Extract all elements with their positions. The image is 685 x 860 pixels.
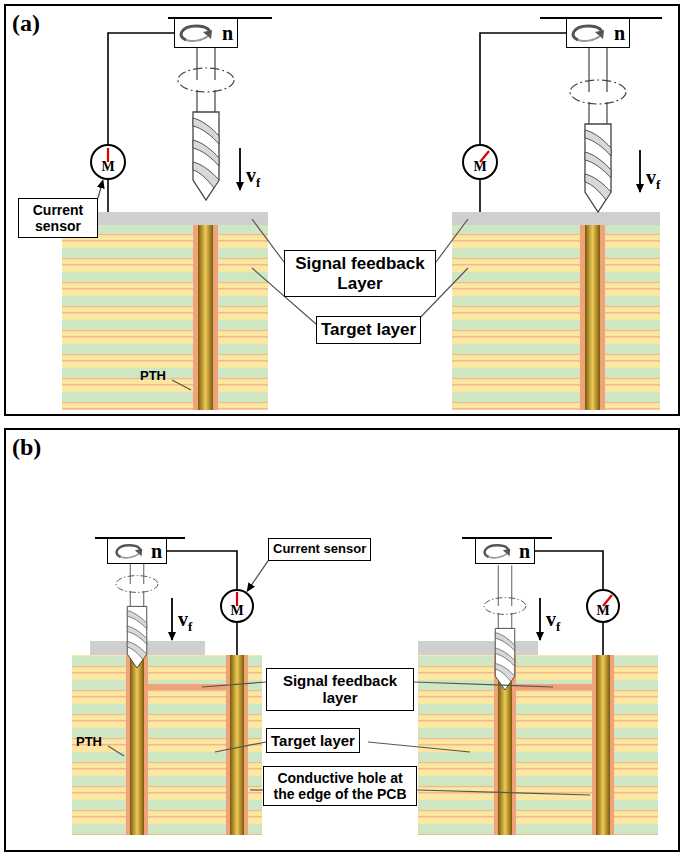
leader-line — [108, 219, 590, 795]
spindle-box: n — [566, 18, 630, 48]
drill-bit — [116, 22, 626, 690]
callout-text: Target layer — [321, 320, 416, 339]
speed-symbol: n — [519, 541, 530, 561]
feed-arrow — [172, 148, 640, 640]
callout-text: Current sensor — [33, 202, 84, 234]
callout-box: Conductive hole at the edge of the PCB — [263, 766, 417, 806]
rotation-arrow — [178, 22, 214, 46]
callout-text: Conductive hole at the edge of the PCB — [273, 770, 406, 802]
speed-symbol: n — [222, 23, 233, 43]
pcb-board — [418, 641, 658, 835]
part-label: PTH — [140, 368, 166, 383]
sensor-wire — [535, 551, 603, 589]
spindle-box: n — [107, 538, 167, 564]
pcb-board — [72, 641, 262, 835]
sensor-wire — [480, 33, 566, 144]
callout-box: Target layer — [266, 728, 360, 753]
feed-velocity: vf — [246, 164, 260, 191]
meter-letter: M — [101, 151, 114, 174]
rotation-arrow — [111, 542, 147, 562]
callout-text: Target layer — [271, 732, 355, 749]
sensor-wire — [108, 178, 603, 655]
callout-box: Signal feedback layer — [266, 668, 414, 711]
current-meter: M — [586, 589, 620, 623]
callout-arrow — [98, 180, 103, 198]
current-meter: M — [462, 144, 498, 180]
pcb-board — [62, 212, 268, 410]
rotation-arrow — [570, 22, 606, 46]
meter-letter: M — [596, 595, 609, 618]
current-meter: M — [220, 589, 254, 623]
callout-box: Current sensor — [268, 538, 371, 561]
callout-box: Signal feedback Layer — [284, 250, 436, 297]
meter-letter: M — [473, 151, 486, 174]
callout-box: Current sensor — [18, 198, 98, 238]
feed-velocity: vf — [178, 608, 192, 635]
spindle-box: n — [475, 538, 535, 564]
part-label: PTH — [76, 734, 102, 749]
callout-text: Signal feedback Layer — [295, 254, 424, 293]
sensor-wire — [108, 33, 174, 144]
pcb-board — [452, 212, 660, 410]
feed-velocity: vf — [546, 608, 560, 635]
figure-panel: (b) nM Current sensor nM Signal feedback lay… — [4, 428, 680, 852]
current-meter: M — [90, 144, 126, 180]
callout-text: Current sensor — [273, 541, 366, 556]
feed-velocity: vf — [646, 166, 660, 193]
meter-letter: M — [230, 595, 243, 618]
callout-box: Target layer — [316, 316, 421, 344]
callout-text: Signal feedback layer — [283, 672, 397, 706]
callout-arrow — [247, 561, 268, 591]
figure-panel: (a) nM Current sensor nM Signal feedback Lay… — [4, 4, 680, 416]
spindle-box: n — [174, 18, 238, 48]
speed-symbol: n — [614, 23, 625, 43]
panel-label: (b) — [12, 434, 41, 461]
rotation-arrow — [479, 542, 515, 562]
panel-label: (a) — [12, 10, 40, 37]
sensor-wire — [167, 551, 237, 589]
speed-symbol: n — [151, 541, 162, 561]
